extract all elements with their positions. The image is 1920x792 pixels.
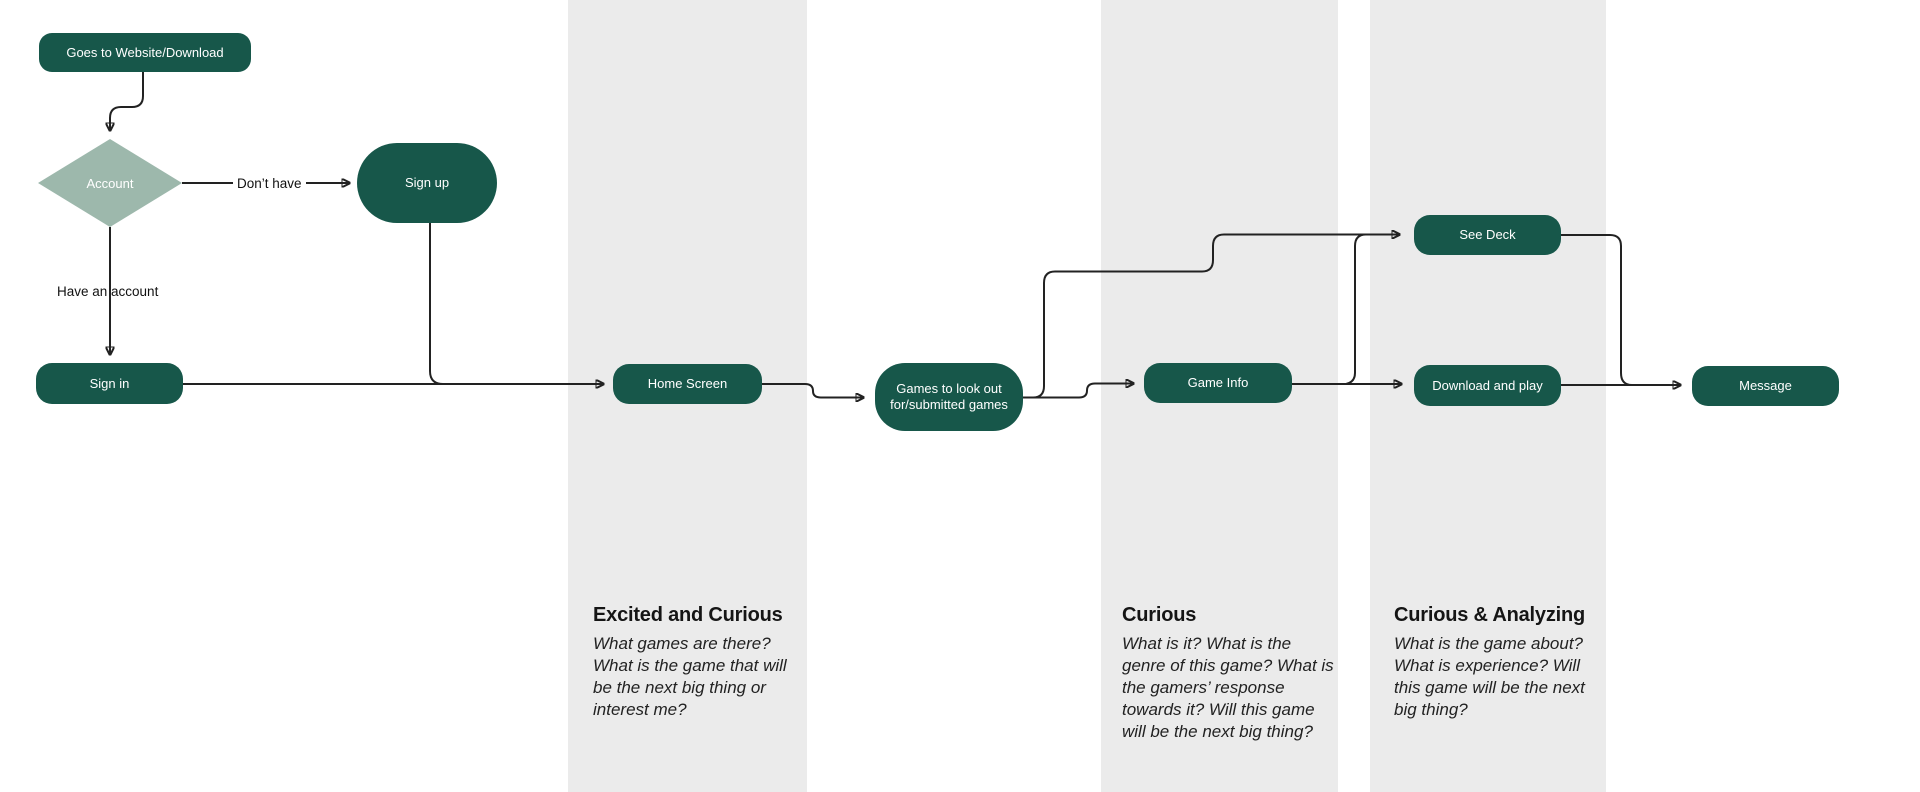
edge-seedeck-to-message — [1561, 234, 1655, 386]
edge-website-to-account — [110, 72, 144, 130]
section-heading: Excited and Curious — [593, 604, 783, 626]
edge-games-to-seedeck — [1023, 235, 1399, 399]
section-body: What is the game about? What is experien… — [1394, 634, 1585, 719]
node-message[interactable]: Message — [1692, 366, 1839, 406]
node-game-info[interactable]: Game Info — [1144, 363, 1292, 403]
section-body: What games are there? What is the game t… — [593, 634, 787, 719]
node-label: Home Screen — [647, 376, 728, 391]
node-goes-to-website-download[interactable]: Goes to Website/Download — [39, 33, 251, 72]
node-sign-in[interactable]: Sign in — [36, 363, 183, 404]
edge-home-to-games — [762, 383, 863, 398]
edge-games-to-gameinfo — [1023, 384, 1133, 399]
node-label: Sign up — [404, 175, 450, 190]
section-curious-and-analyzing: Curious & Analyzing What is the game abo… — [1394, 604, 1609, 721]
section-curious: Curious What is it? What is the genre of… — [1122, 604, 1344, 743]
node-games-to-look-out[interactable]: Games to look out for/submitted games — [875, 363, 1023, 431]
edge-label-have-an-account: Have an account — [57, 284, 159, 299]
node-label: Message — [1739, 378, 1792, 393]
node-label: Download and play — [1432, 377, 1543, 393]
node-label: Account — [86, 175, 134, 191]
edge-label-dont-have: Don’t have — [233, 175, 306, 192]
node-label: Game Info — [1187, 375, 1249, 390]
node-see-deck[interactable]: See Deck — [1414, 215, 1561, 255]
node-sign-up[interactable]: Sign up — [357, 143, 497, 223]
node-download-and-play[interactable]: Download and play — [1414, 365, 1561, 406]
node-label: Goes to Website/Download — [66, 44, 224, 60]
section-heading: Curious — [1122, 604, 1197, 626]
section-excited-and-curious: Excited and Curious What games are there… — [593, 604, 808, 721]
node-label: Sign in — [89, 375, 130, 391]
node-label: See Deck — [1459, 227, 1516, 242]
section-heading: Curious & Analyzing — [1394, 604, 1586, 626]
node-home-screen[interactable]: Home Screen — [613, 364, 762, 404]
edge-gameinfo-to-seedeck — [1345, 233, 1392, 385]
edge-signup-join — [429, 223, 470, 385]
node-label: Games to look out for/submitted games — [890, 381, 1008, 412]
section-body: What is it? What is the genre of this ga… — [1122, 634, 1334, 741]
